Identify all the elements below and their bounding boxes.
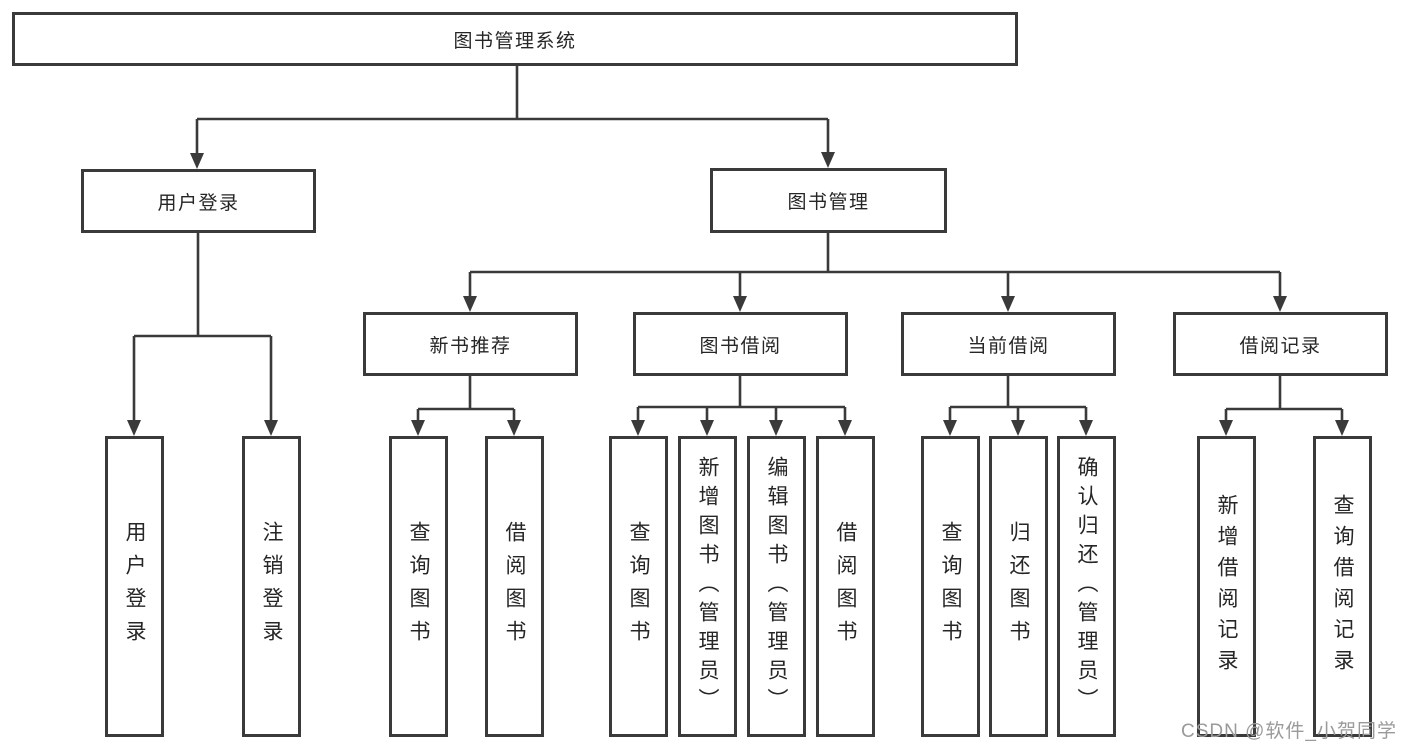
leaf-return-books: 归还图书: [989, 436, 1048, 737]
node-user-login: 用户登录: [81, 169, 316, 233]
leaf-query-borrowing-record: 查询借阅记录: [1313, 436, 1372, 737]
leaf-edit-books-admin: 编辑图书（管理员）: [747, 436, 806, 737]
arrowhead-icons: [127, 152, 1349, 436]
leaf-add-borrowing-record: 新增借阅记录: [1197, 436, 1256, 737]
node-book-management: 图书管理: [710, 168, 947, 233]
leaf-borrow-books: 借阅图书: [816, 436, 875, 737]
leaf-borrow-books-recommendation: 借阅图书: [485, 436, 544, 737]
node-borrowing-records: 借阅记录: [1173, 312, 1388, 376]
leaf-add-books-admin: 新增图书（管理员）: [678, 436, 737, 737]
node-current-borrowing: 当前借阅: [901, 312, 1116, 376]
node-library-management-system: 图书管理系统: [12, 12, 1018, 66]
leaf-query-books-current: 查询图书: [921, 436, 980, 737]
leaf-confirm-return-admin: 确认归还（管理员）: [1057, 436, 1116, 737]
node-book-borrowing: 图书借阅: [633, 312, 848, 376]
leaf-logout: 注销登录: [242, 436, 301, 737]
csdn-watermark: CSDN @软件_小贺同学: [1181, 721, 1397, 742]
tree-edges: [132, 66, 1344, 424]
leaf-query-books-borrowing: 查询图书: [609, 436, 668, 737]
node-new-book-recommendation: 新书推荐: [363, 312, 578, 376]
leaf-user-login: 用户登录: [105, 436, 164, 737]
leaf-query-books-recommendation: 查询图书: [389, 436, 448, 737]
